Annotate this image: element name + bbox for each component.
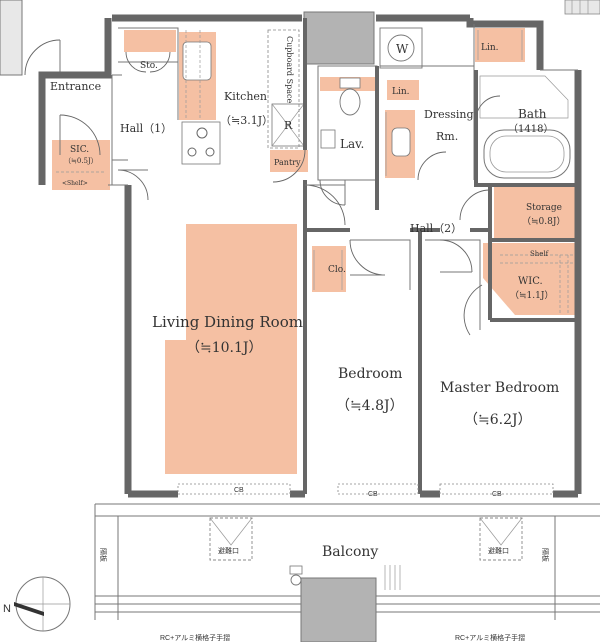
shelf-dashes [56, 30, 575, 315]
fixtures [181, 34, 571, 179]
linen-mid-box [387, 80, 419, 100]
label-wic: WIC. [518, 276, 543, 287]
label-wic-area: （≒1.1J） [510, 290, 553, 301]
storage-top-shelf [124, 30, 176, 52]
doors [59, 51, 501, 336]
window-frames [177, 483, 554, 495]
label-sic-area: （≒0.5J） [64, 157, 98, 165]
compass-north-label: N [3, 603, 11, 615]
label-dressing: Dressing [424, 108, 474, 121]
label-lav: Lav. [340, 137, 364, 151]
label-storage: Storage [526, 203, 562, 213]
neighbor-stub-top-right [564, 0, 600, 15]
label-cb-3: CB [492, 491, 502, 498]
label-storage-area: （≒0.8J） [522, 216, 565, 227]
label-refrigerator: R [284, 119, 293, 132]
label-railing-left: RC+アルミ横格子手摺 [160, 633, 230, 642]
label-shelf-wic: Shelf [530, 250, 550, 258]
label-linen-top: Lin. [481, 43, 499, 53]
label-bedroom: Bedroom [338, 366, 402, 382]
interior-partitions [111, 18, 578, 494]
closet-box [312, 246, 346, 292]
exterior-walls [38, 14, 582, 498]
pipe-shaft-top [303, 11, 375, 65]
label-bath-size: （1418） [508, 123, 553, 135]
label-bedroom-area: （≒4.8J） [336, 398, 404, 414]
pantry-box [270, 150, 308, 172]
label-dressing-rm: Rm. [436, 130, 458, 143]
label-cupboard: Cupboard Space [285, 36, 294, 103]
label-storage-top: Sto. [140, 61, 158, 71]
label-closet: Clo. [328, 265, 346, 275]
balcony-frame [94, 503, 600, 620]
balcony-labels: CB CB CB 避難口 避難口 隔板 隔板 RC+アルミ横格子手摺 RC+アル… [99, 487, 550, 642]
room-labels: Entrance Hall（1） Sto. Kitchen （≒3.1J） Cu… [50, 36, 565, 560]
compass [14, 576, 71, 632]
label-balcony: Balcony [322, 544, 378, 560]
label-linen-mid: Lin. [392, 87, 410, 97]
label-hall1: Hall（1） [120, 122, 172, 135]
label-partition-right: 隔板 [541, 548, 550, 562]
label-entrance: Entrance [50, 80, 101, 93]
storage-box [494, 186, 576, 238]
label-evac-left: 避難口 [218, 546, 239, 555]
label-partition-left: 隔板 [99, 548, 108, 562]
label-master-bedroom: Master Bedroom [440, 380, 559, 396]
label-living-dining-area: （≒10.1J） [186, 340, 263, 356]
pipe-shaft-balcony [300, 577, 377, 642]
label-sic-shelf: <Shelf> [62, 180, 88, 187]
label-master-area: （≒6.2J） [464, 412, 532, 428]
label-sic: SIC. [70, 145, 89, 155]
label-washer: W [396, 42, 409, 56]
label-pantry: Pantry [274, 158, 301, 167]
label-living-dining: Living Dining Room [152, 313, 303, 331]
living-dining-rug-b [165, 340, 275, 474]
label-railing-right: RC+アルミ横格子手摺 [455, 633, 525, 642]
label-evac-right: 避難口 [488, 546, 509, 555]
neighbor-unit-stub [0, 0, 61, 76]
label-cb-1: CB [234, 487, 244, 494]
label-kitchen: Kitchen [224, 90, 267, 103]
label-hall2: Hall（2） [410, 222, 462, 235]
label-cb-2: CB [368, 491, 378, 498]
label-bath: Bath [518, 107, 547, 121]
sic-box [52, 140, 110, 190]
label-kitchen-area: （≒3.1J） [220, 114, 273, 127]
linen-top-box [475, 28, 525, 62]
wic-box [483, 243, 578, 315]
